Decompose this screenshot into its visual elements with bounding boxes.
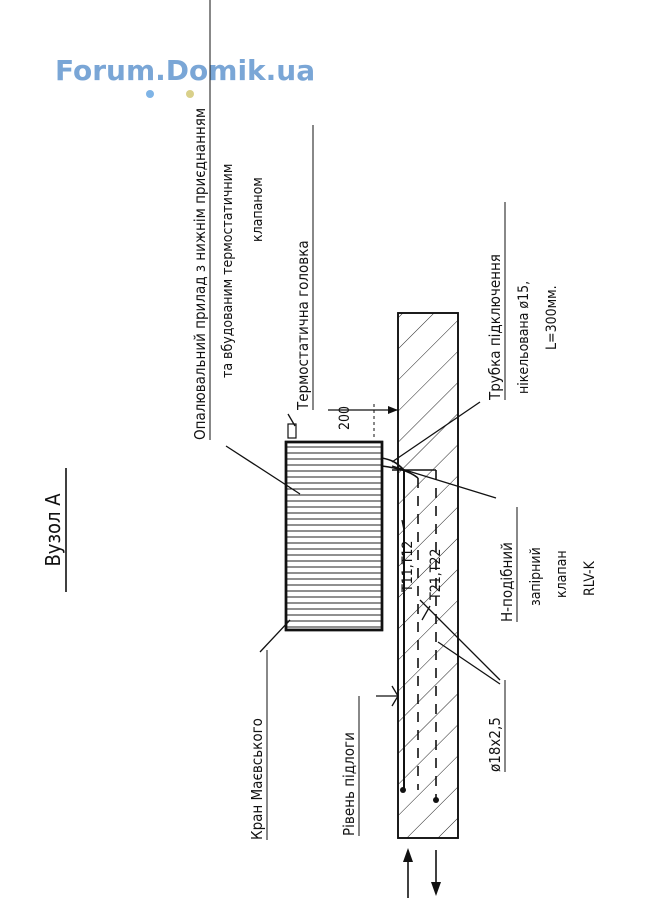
floor-level-arrowhead xyxy=(391,685,399,707)
leader-thermo xyxy=(287,413,296,427)
tube-label-line3: L=300мм. xyxy=(544,285,560,350)
valve-label-group3: клапан xyxy=(554,550,570,598)
connection-tubes xyxy=(381,457,436,479)
valve-label-group: Н-подібний xyxy=(498,507,518,622)
leader-t11 xyxy=(401,519,405,531)
t11-label-group: T11,T12 xyxy=(400,541,416,593)
leader-lines xyxy=(225,401,501,707)
pipe-end-1 xyxy=(400,787,406,793)
pipe-end-2 xyxy=(433,797,439,803)
pipe-size-label: ø18x2,5 xyxy=(486,717,504,772)
tube-label-line2: нікельована ø15, xyxy=(516,281,532,394)
leader-t21 xyxy=(421,605,431,621)
radiator-label-line1: Опалювальний прилад з нижнім приєднанням xyxy=(191,108,209,440)
pipe-size-label-group: ø18x2,5 xyxy=(486,680,506,772)
valve-label-line4: RLV-K xyxy=(582,560,598,596)
t21-label-group: T21,T22 xyxy=(428,549,444,601)
thermo-label-group: Термостатична головка xyxy=(294,125,314,411)
leader-valve xyxy=(391,465,497,499)
floor-level-label: Рівень підлоги xyxy=(340,732,358,836)
tube-label-line1: Трубка підключення xyxy=(486,254,504,401)
radiator-body xyxy=(284,440,384,632)
watermark-dot-blue xyxy=(146,90,154,98)
leader-mayevsky xyxy=(259,619,291,653)
watermark-dot-yellow xyxy=(186,90,194,98)
floor-slab xyxy=(397,312,459,839)
radiator-outline xyxy=(284,440,384,632)
radiator-label-group: Опалювальний прилад з нижнім приєднанням xyxy=(191,0,211,440)
watermark: Forum.Domik.ua xyxy=(55,54,315,98)
valve-label-group2: запірний xyxy=(528,547,544,606)
pipes-lower-label: T21,T22 xyxy=(428,549,444,601)
leader-pipe-1 xyxy=(419,599,501,681)
flow-arrow-down-head xyxy=(431,882,441,896)
leader-tube xyxy=(391,401,481,463)
tube-1 xyxy=(381,457,405,471)
dimension-arrow xyxy=(388,406,398,414)
valve-label-group4: RLV-K xyxy=(582,560,598,596)
leader-radiator xyxy=(225,445,301,495)
watermark-text: Forum.Domik.ua xyxy=(55,54,315,87)
title: Вузол А xyxy=(41,493,65,567)
floor-slab-outline xyxy=(397,312,459,839)
tube-label-group: Трубка підключення xyxy=(486,202,506,401)
radiator-label-group3: клапаном xyxy=(250,177,266,242)
title-group: Вузол А xyxy=(41,468,67,592)
leader-pipe-2 xyxy=(437,641,501,685)
radiator-label-line2: та вбудованим термостатичним xyxy=(220,164,236,378)
floor-level-label-group: Рівень підлоги xyxy=(340,696,360,836)
dimension-text: 200 xyxy=(337,406,353,430)
flow-arrows xyxy=(403,848,441,898)
valve-label-line2: запірний xyxy=(528,547,544,606)
flow-arrow-up-head xyxy=(403,848,413,862)
mayevsky-label-group: Кран Маєвського xyxy=(248,650,268,840)
thermostatic-head xyxy=(287,423,297,439)
mayevsky-label: Кран Маєвського xyxy=(248,718,266,840)
thermo-head-label: Термостатична головка xyxy=(294,240,312,411)
valve-label-line3: клапан xyxy=(554,550,570,598)
radiator-label-group2: та вбудованим термостатичним xyxy=(220,164,236,378)
dimension-200: 200 xyxy=(328,404,398,440)
radiator xyxy=(284,423,384,632)
radiator-label-line3: клапаном xyxy=(250,177,266,242)
tube-label-group3: L=300мм. xyxy=(544,285,560,350)
pipes-upper-label: T11,T12 xyxy=(400,541,416,593)
valve-label-line1: Н-подібний xyxy=(498,542,516,622)
tube-label-group2: нікельована ø15, xyxy=(516,281,532,394)
floor-pipes xyxy=(400,470,439,803)
